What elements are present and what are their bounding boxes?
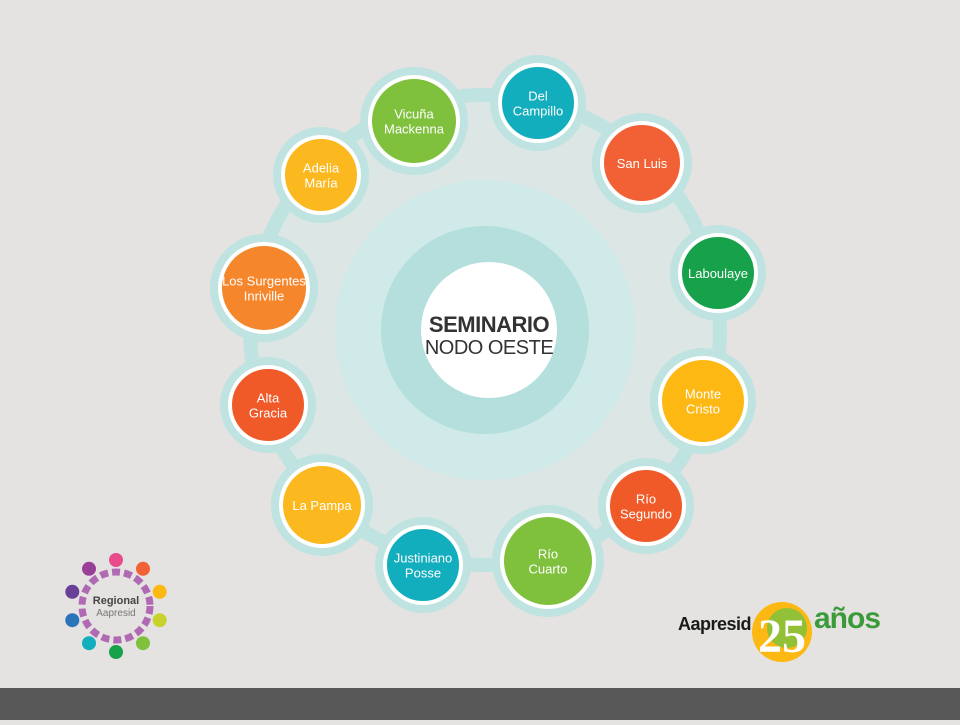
node-circle <box>600 121 684 205</box>
node-label: Campillo <box>513 104 564 119</box>
regional-aapresid-logo: Regional Aapresid <box>65 553 167 659</box>
node-circle <box>678 233 758 313</box>
node-label: Justiniano <box>394 551 453 566</box>
regional-logo-dot <box>152 584 167 599</box>
node-label: Vicuña <box>394 107 434 122</box>
anniversary-word: años <box>814 602 880 635</box>
anniversary-badge-inner <box>767 608 807 648</box>
node-label: Mackenna <box>384 122 445 137</box>
node-label: Laboulaye <box>688 266 748 281</box>
node-label: Gracia <box>249 406 288 421</box>
node-label: María <box>304 176 338 191</box>
node-laboulaye: Laboulaye <box>670 225 766 321</box>
regional-logo-dot <box>82 561 96 576</box>
node-circle <box>383 525 463 605</box>
regional-logo-band <box>78 568 154 644</box>
node-circle <box>279 462 365 548</box>
bottom-bar <box>0 688 960 720</box>
node-label: Cristo <box>686 402 720 417</box>
node-circle <box>658 356 748 446</box>
node-circle <box>606 466 686 546</box>
regional-logo-dot <box>109 645 123 659</box>
node-san-luis: San Luis <box>592 113 692 213</box>
node-circle <box>281 135 361 215</box>
regional-logo-ring <box>65 553 167 659</box>
node-label: Inriville <box>244 289 284 304</box>
node-label: Monte <box>685 387 721 402</box>
node-label: Adelia <box>303 161 340 176</box>
node-circle <box>368 75 460 167</box>
regional-logo-dot <box>65 613 80 628</box>
node-label: La Pampa <box>292 498 352 513</box>
node-circle <box>228 365 308 445</box>
regional-logo-dot <box>109 553 123 567</box>
center-title-line1: SEMINARIO <box>429 312 550 337</box>
node-label: Segundo <box>620 507 672 522</box>
node-circle <box>500 513 596 609</box>
node-label: Alta <box>257 391 280 406</box>
node-circle <box>218 242 310 334</box>
regional-logo-dot <box>136 636 150 651</box>
node-label: Los Surgentes <box>222 274 306 289</box>
aapresid-25-anos-logo: Aapresid 25 años <box>678 602 881 663</box>
node-label: Río <box>538 547 558 562</box>
regional-logo-dot <box>152 613 167 628</box>
regional-logo-dot <box>65 584 80 599</box>
aapresid-logo-word: Aapresid <box>678 614 751 634</box>
node-label: Cuarto <box>528 562 567 577</box>
node-label: Del <box>528 89 548 104</box>
node-circle <box>498 63 578 143</box>
regional-logo-dot <box>136 561 150 576</box>
node-label: Posse <box>405 566 441 581</box>
center-title-line2: NODO OESTE <box>425 337 554 359</box>
center-circle <box>421 262 557 398</box>
regional-logo-line1: Regional <box>93 595 139 607</box>
regional-logo-line2: Aapresid <box>96 608 135 619</box>
node-label: San Luis <box>617 156 668 171</box>
node-la-pampa: La Pampa <box>271 454 373 556</box>
node-label: Río <box>636 492 656 507</box>
anniversary-number: 25 <box>758 610 806 663</box>
regional-logo-dot <box>82 636 96 651</box>
